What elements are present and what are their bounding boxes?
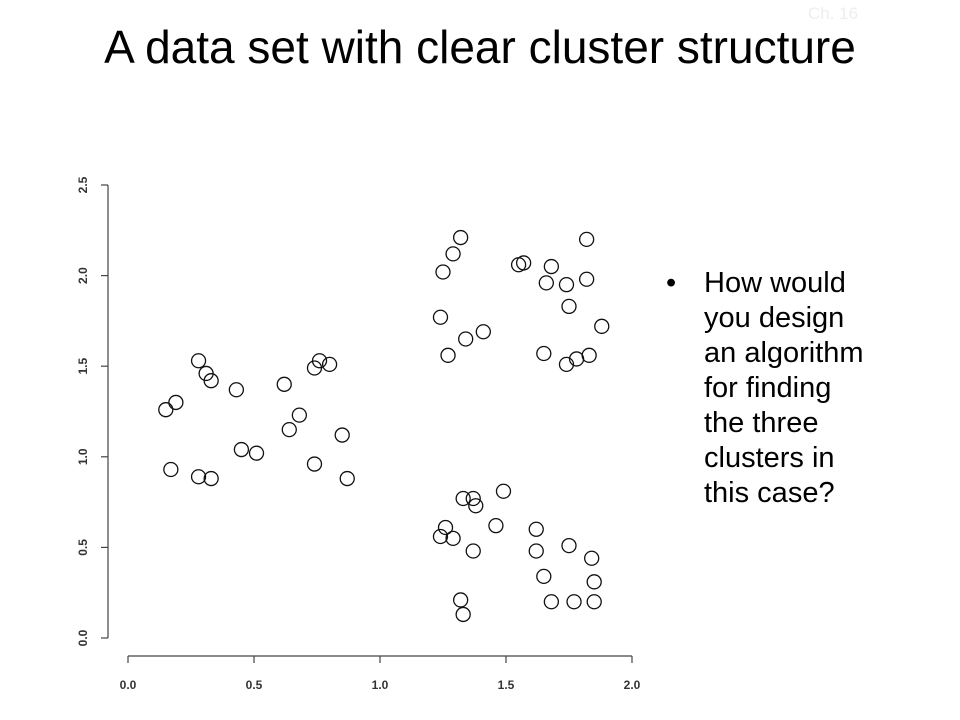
data-point (536, 568, 552, 585)
data-point (528, 521, 544, 537)
data-point (561, 298, 577, 315)
slide-title: A data set with clear cluster structure (104, 21, 856, 73)
data-point (339, 470, 355, 487)
data-point (455, 606, 471, 623)
bullet-point: • How would you design an algorithm for … (666, 266, 896, 511)
data-point (458, 331, 474, 347)
data-point (233, 441, 250, 458)
data-point (306, 456, 323, 472)
data-points (158, 229, 610, 623)
data-point (475, 324, 491, 340)
data-point (248, 445, 265, 461)
data-point (440, 347, 456, 363)
data-point (578, 231, 595, 248)
data-point (543, 258, 560, 275)
data-point (437, 519, 454, 536)
data-point (281, 421, 297, 438)
data-point (291, 407, 308, 423)
data-point (452, 592, 469, 608)
data-point (566, 594, 582, 610)
data-point (203, 373, 219, 389)
y-tick-label: 1.0 (76, 448, 90, 465)
y-tick-label: 0.0 (76, 629, 90, 646)
axes: 0.0 0.5 1.0 1.5 2.0 0.0 0.5 1.0 1.5 2.0 2.5 (76, 176, 641, 692)
data-point (578, 271, 595, 287)
data-point (228, 382, 245, 398)
data-point (558, 356, 575, 373)
data-point (455, 490, 471, 507)
data-point (561, 537, 577, 554)
data-point (190, 469, 207, 485)
x-tick-label: 0.0 (120, 678, 137, 692)
data-point (321, 356, 338, 373)
data-point (276, 376, 292, 392)
data-point (452, 229, 469, 246)
data-point (445, 530, 461, 546)
data-point (465, 490, 481, 507)
y-tick-label: 2.0 (76, 267, 90, 284)
data-point (168, 394, 184, 411)
data-point (584, 550, 600, 566)
data-point (515, 255, 532, 271)
data-point (432, 309, 449, 325)
data-point (536, 345, 552, 362)
data-point (334, 427, 350, 443)
data-point (488, 518, 504, 534)
data-point (435, 264, 451, 280)
data-point (558, 277, 575, 293)
data-point (543, 594, 560, 610)
data-point (203, 470, 219, 487)
data-point (190, 353, 207, 369)
data-point (594, 318, 610, 334)
data-point (468, 498, 484, 514)
y-tick-label: 2.5 (76, 176, 90, 193)
x-tick-label: 0.5 (246, 678, 263, 692)
data-point (581, 347, 597, 363)
data-point (465, 543, 481, 559)
data-point (586, 594, 602, 610)
data-point (163, 461, 179, 478)
data-point (311, 353, 328, 369)
y-tick-label: 1.5 (76, 358, 90, 375)
y-tick-label: 0.5 (76, 539, 90, 556)
x-tick-label: 2.0 (624, 678, 641, 692)
data-point (445, 246, 461, 262)
bullet-symbol: • (666, 267, 677, 299)
data-point (158, 402, 174, 418)
data-point (586, 574, 602, 590)
data-point (538, 275, 554, 291)
x-tick-label: 1.5 (498, 678, 515, 692)
data-point (432, 528, 449, 545)
data-point (528, 543, 544, 559)
data-point (495, 483, 512, 499)
bullet-text: How would you design an algorithm for fi… (704, 267, 864, 509)
slide-number: Ch. 16 (808, 4, 859, 23)
x-tick-label: 1.0 (372, 678, 389, 692)
